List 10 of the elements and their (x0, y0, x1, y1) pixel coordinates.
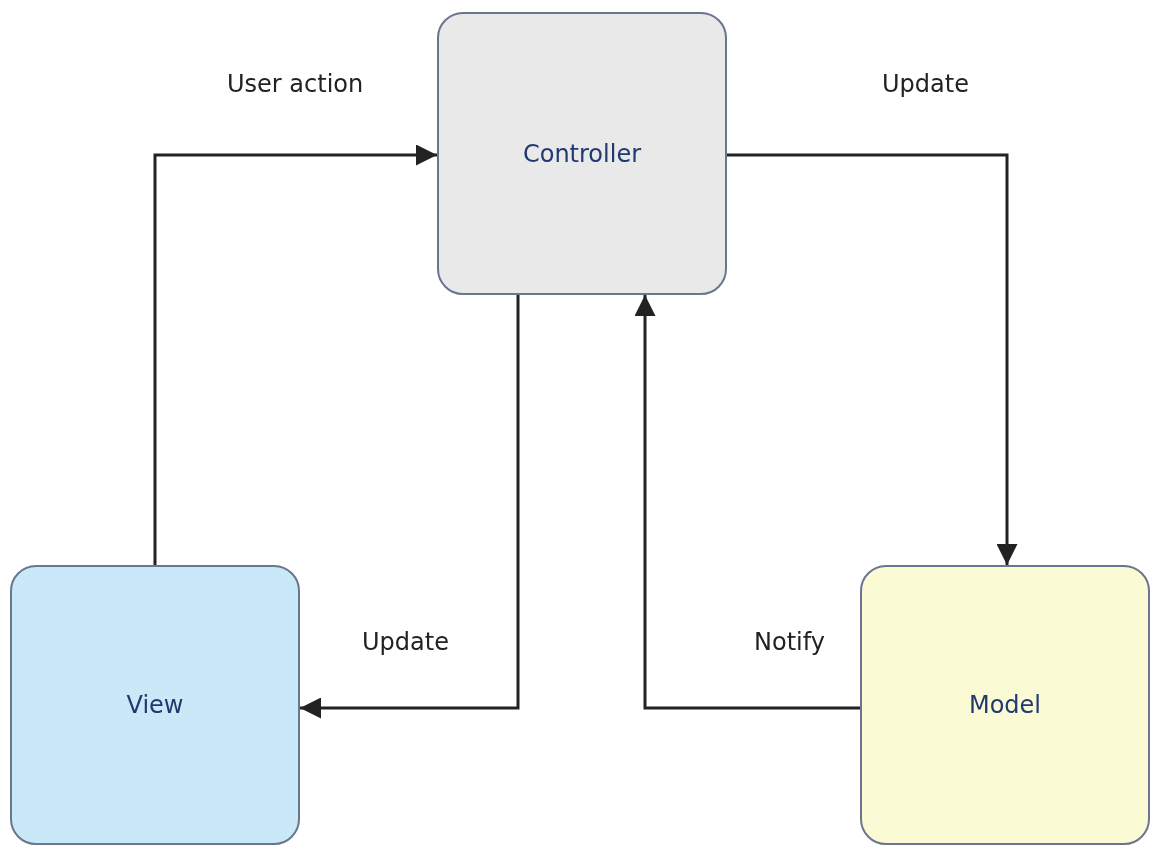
process-box (437, 12, 727, 295)
node-label: View (126, 691, 184, 719)
process-box (860, 565, 1150, 845)
arrow (153, 144, 437, 565)
node-label: Controller (522, 139, 642, 168)
arrow (727, 153, 1018, 565)
arrow (300, 295, 520, 719)
node-label: Model (968, 691, 1042, 719)
process-box (10, 565, 300, 845)
arrow (634, 295, 860, 710)
